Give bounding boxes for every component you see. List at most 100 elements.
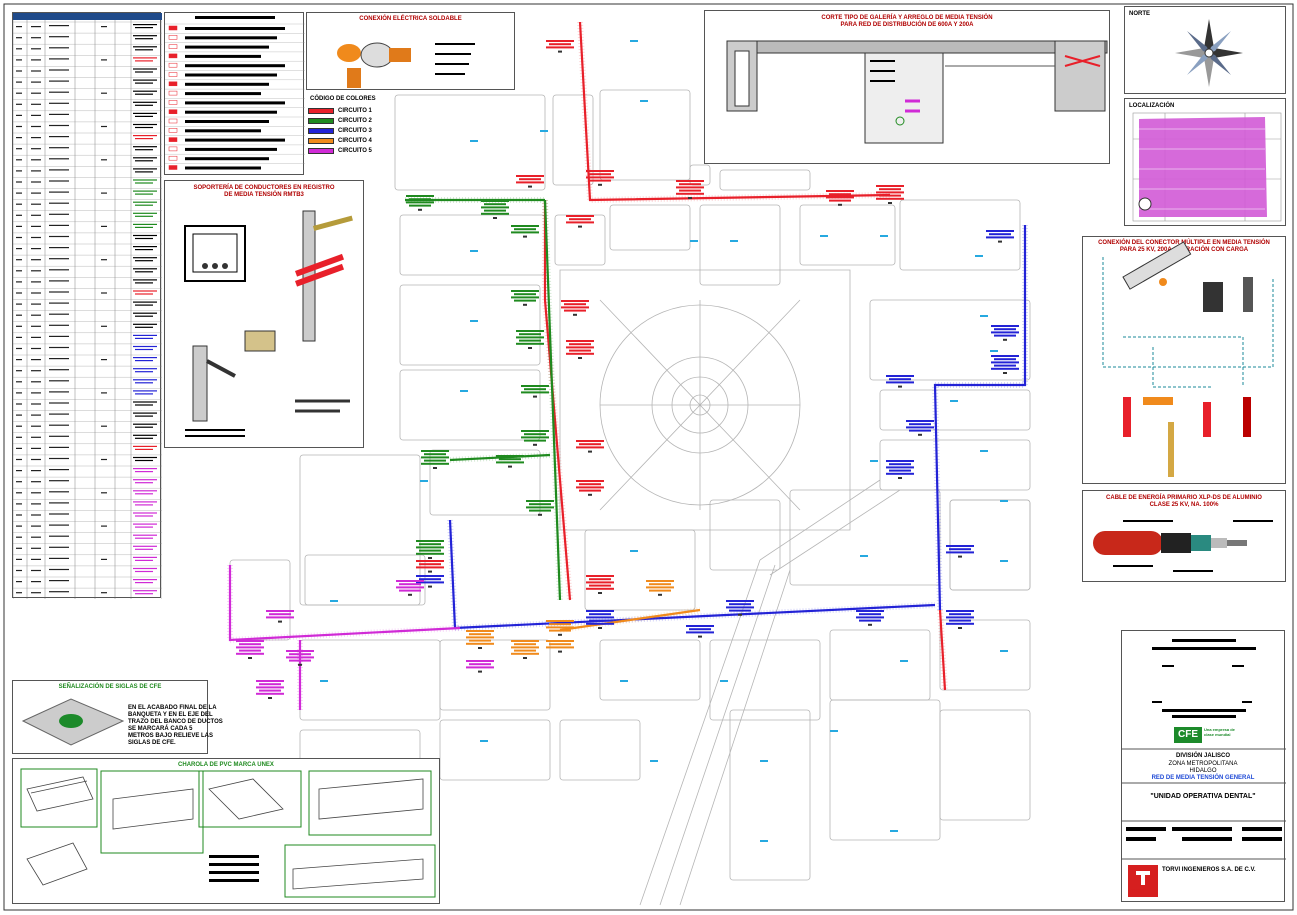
circuit-flag [566, 215, 594, 228]
circuit-flag [876, 185, 904, 204]
circuit-flag [521, 385, 549, 398]
lot-marker [870, 460, 878, 462]
circuit-flag [511, 640, 539, 659]
circuit-flag [566, 340, 594, 359]
lot-marker [760, 840, 768, 842]
tb-area: HIDALGO [1189, 768, 1217, 774]
lot-marker [760, 760, 768, 762]
circuit-flag [546, 620, 574, 636]
lot-marker [470, 140, 478, 142]
circuit-flag [466, 630, 494, 649]
lot-marker [620, 680, 628, 682]
support-panel: SOPORTERÍA DE CONDUCTORES EN REGISTRO DE… [164, 180, 364, 448]
lot-marker [950, 400, 958, 402]
circuit-flag [726, 600, 754, 616]
legend-swatch [308, 107, 334, 114]
legend-circuit-1: CIRCUITO 1 [308, 106, 372, 115]
signage-text-6: SIGLAS DE CFE. [128, 740, 176, 746]
lot-marker [720, 680, 728, 682]
legend-swatch [308, 137, 334, 144]
lot-marker [990, 350, 998, 352]
circuit-flag [906, 420, 934, 436]
location-panel: LOCALIZACIÓN [1124, 98, 1286, 226]
signage-panel: SEÑALIZACIÓN DE SIGLAS DE CFE EN EL ACAB… [12, 680, 223, 754]
signage-text-2: BANQUETA Y EN EL EJE DEL [128, 712, 213, 718]
support-title-2: DE MEDIA TENSIÓN RMTB3 [224, 192, 304, 198]
lot-marker [630, 550, 638, 552]
circuit-flag [286, 650, 314, 666]
lot-marker [630, 40, 638, 42]
gallery-section-panel: CORTE TIPO DE GALERÍA Y ARREGLO DE MEDIA… [704, 10, 1110, 164]
signage-title: SEÑALIZACIÓN DE SIGLAS DE CFE [58, 684, 162, 690]
circuit-flag [416, 540, 444, 559]
circuit-flag [561, 300, 589, 316]
lot-marker [320, 680, 328, 682]
lot-marker [730, 240, 738, 242]
circuit-flag [511, 290, 539, 306]
multiple-connector-panel: CONEXIÓN DEL CONECTOR MÚLTIPLE EN MEDIA … [1082, 236, 1286, 484]
lot-marker [980, 450, 988, 452]
circuit-flag [856, 610, 884, 626]
legend-label: CIRCUITO 2 [338, 117, 372, 124]
legend-label: CIRCUITO 4 [338, 137, 372, 144]
circuit-flag [421, 450, 449, 469]
lot-marker [880, 235, 888, 237]
color-code-title: CÓDIGO DE COLORES [310, 96, 376, 102]
lot-marker [820, 235, 828, 237]
circuit-flag [416, 560, 444, 573]
legend-swatch [308, 117, 334, 124]
cfe-logo: CFE [1174, 727, 1202, 743]
torvi-logo: TORVI [1129, 889, 1145, 895]
compass-rose-icon [1175, 19, 1243, 87]
signage-text-1: EN EL ACABADO FINAL DE LA [128, 705, 217, 711]
legend-swatch [308, 127, 334, 134]
signage-text-5: METROS BAJO RELIEVE LAS [128, 733, 214, 739]
circuit-flag [526, 500, 554, 516]
cable-schedule-table [12, 12, 162, 599]
legend-circuit-2: CIRCUITO 2 [308, 116, 372, 125]
support-title-1: SOPORTERÍA DE CONDUCTORES EN REGISTRO [193, 185, 335, 191]
lot-marker [420, 480, 428, 482]
lot-marker [650, 760, 658, 762]
tray-panel: CHAROLA DE PVC MARCA UNEX [12, 758, 440, 904]
welded-connection-panel: CONEXIÓN ELÉCTRICA SOLDABLE [306, 12, 515, 90]
circuit-flag [396, 580, 424, 596]
lot-marker [830, 730, 838, 732]
signage-text-4: SE MARCARÁ CADA 5 [128, 726, 193, 732]
circuit-flag [546, 640, 574, 653]
north-label: NORTE [1129, 11, 1150, 17]
circuit-flag [416, 575, 444, 588]
lot-marker [1000, 560, 1008, 562]
tray-title: CHAROLA DE PVC MARCA UNEX [178, 762, 274, 768]
gallery-title-2: PARA RED DE DISTRIBUCIÓN DE 600A Y 200A [840, 22, 974, 28]
legend-label: CIRCUITO 5 [338, 147, 372, 154]
symbology-panel [164, 12, 305, 175]
circuit-flag [546, 40, 574, 53]
tb-company: TORVI INGENIEROS S.A. DE C.V. [1162, 867, 1256, 873]
circuit-flag [511, 225, 539, 238]
circuit-flag [986, 230, 1014, 243]
circuit-flag [406, 195, 434, 211]
circuit-flag [586, 610, 614, 629]
lot-marker [975, 255, 983, 257]
lot-marker [1000, 500, 1008, 502]
lot-marker [980, 315, 988, 317]
circuit-flag [686, 625, 714, 638]
circuit-flag [466, 660, 494, 673]
lot-marker [1000, 650, 1008, 652]
lot-marker [540, 130, 548, 132]
circuit-flag [646, 580, 674, 596]
legend-circuit-5: CIRCUITO 5 [308, 146, 372, 155]
legend-circuit-3: CIRCUITO 3 [308, 126, 372, 135]
circuit-flag [991, 325, 1019, 341]
circuit-flag [516, 330, 544, 349]
circuit-flag [521, 430, 549, 446]
circuit-flag [496, 455, 524, 468]
tb-network: RED DE MEDIA TENSIÓN GENERAL [1151, 775, 1255, 781]
tb-zone: ZONA METROPOLITANA [1168, 761, 1238, 767]
tb-project: "UNIDAD OPERATIVA DENTAL" [1150, 793, 1256, 800]
lot-marker [900, 660, 908, 662]
circuit-flag [886, 460, 914, 479]
circuit-flag [586, 170, 614, 186]
